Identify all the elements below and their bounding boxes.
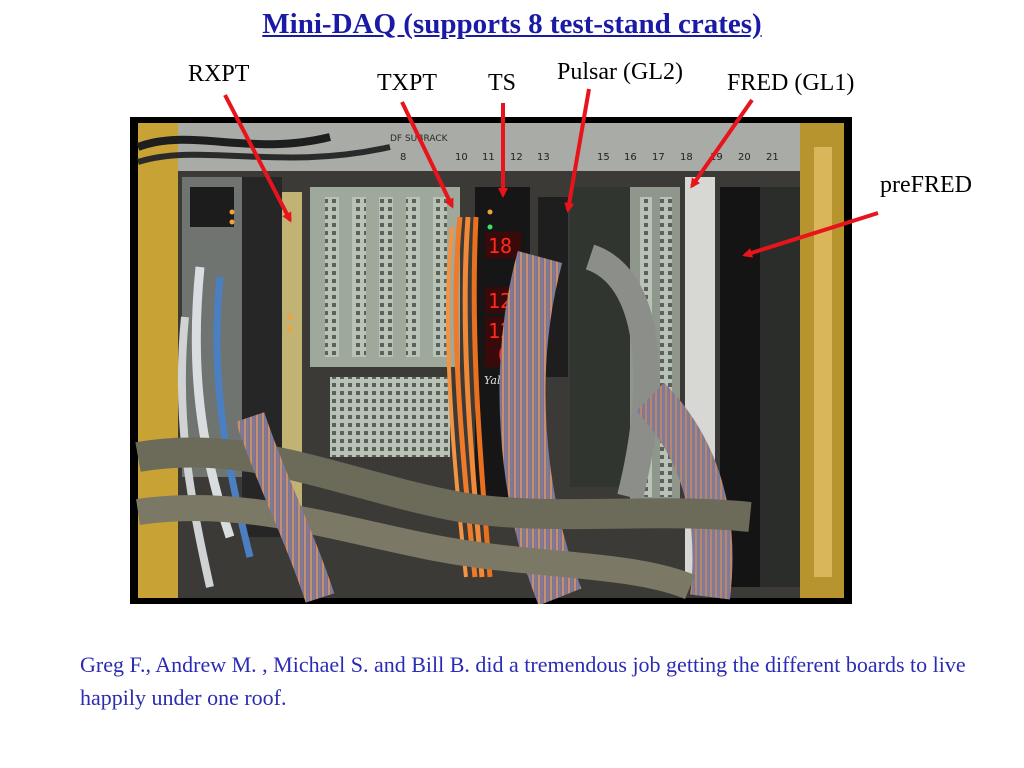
slot-number: 8 xyxy=(400,152,406,163)
label-fred: FRED (GL1) xyxy=(727,70,855,96)
slot-number: 13 xyxy=(537,152,550,163)
slot-number: 17 xyxy=(652,152,665,163)
crate-subrack-text: DF SUBRACK xyxy=(390,134,449,144)
label-ts: TS xyxy=(488,70,517,96)
slot-number: 12 xyxy=(510,152,523,163)
slide-caption: Greg F., Andrew M. , Michael S. and Bill… xyxy=(80,652,966,710)
slot-number: 16 xyxy=(624,152,637,163)
slot-number: 21 xyxy=(766,152,779,163)
slot-number: 19 xyxy=(710,152,723,163)
display-digit: 18 xyxy=(488,234,512,258)
label-txpt: TXPT xyxy=(377,70,437,96)
crate-photo-drawing: DF SUBRACK 8 10 11 12 13 15 16 17 18 19 … xyxy=(135,123,844,606)
label-prefred: preFRED xyxy=(880,172,972,198)
slot-number: 15 xyxy=(597,152,610,163)
slot-number: 20 xyxy=(738,152,751,163)
crate-photo: DF SUBRACK 8 10 11 12 13 15 16 17 18 19 … xyxy=(130,117,852,606)
slot-number: 11 xyxy=(482,152,495,163)
label-rxpt: RXPT xyxy=(188,61,250,87)
slide-title: Mini-DAQ (supports 8 test-stand crates) xyxy=(262,8,762,40)
label-pulsar: Pulsar (GL2) xyxy=(557,59,683,85)
slot-number: 18 xyxy=(680,152,693,163)
slot-number: 10 xyxy=(455,152,468,163)
